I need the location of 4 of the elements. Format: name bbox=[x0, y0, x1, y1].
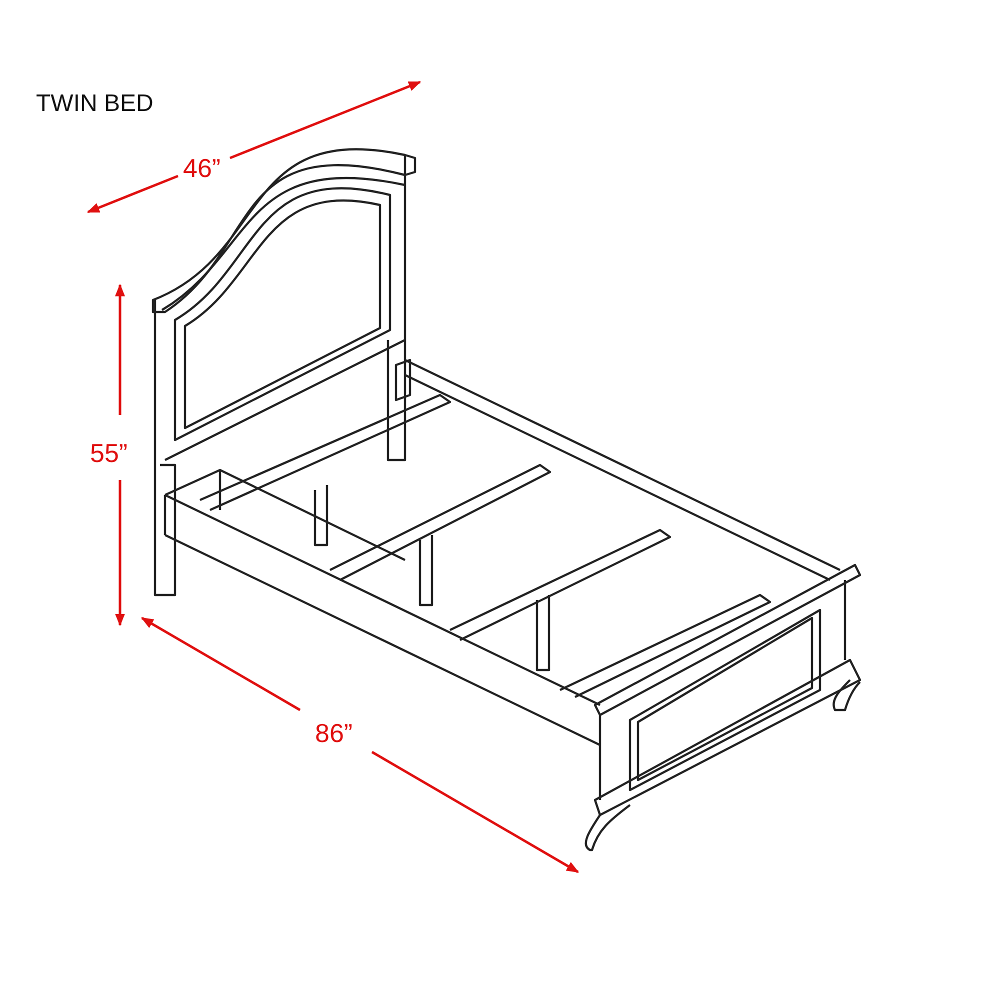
dimension-label: 86” bbox=[315, 720, 353, 746]
title: TWIN BED bbox=[36, 92, 154, 116]
dimension-label: 46” bbox=[183, 155, 221, 181]
dimension-label: 55” bbox=[90, 440, 128, 466]
